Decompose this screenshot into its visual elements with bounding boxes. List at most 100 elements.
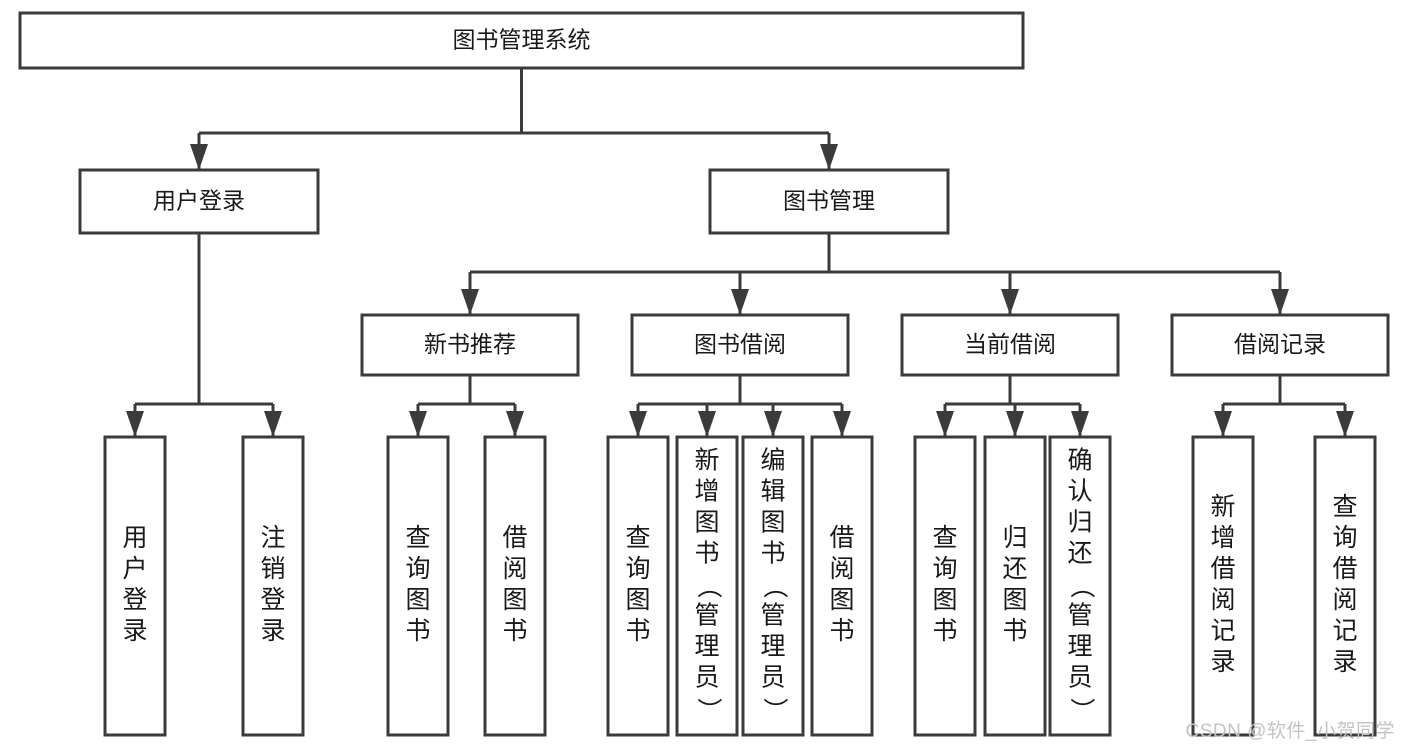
node-label-char: 图 xyxy=(625,586,650,614)
node-label-char: 查 xyxy=(1332,493,1357,521)
node-label-char: 记 xyxy=(1332,617,1357,645)
node-label-char: ） xyxy=(694,697,722,722)
node-box-leaf-user-logout xyxy=(241,435,305,737)
node-book-management[interactable]: 图书管理 xyxy=(708,168,950,235)
node-label-char: 管 xyxy=(1067,602,1092,630)
node-label-char: 新 xyxy=(1210,493,1235,521)
node-box-book-management xyxy=(708,168,950,235)
node-label-char: 录 xyxy=(1332,648,1357,676)
node-label-char: 注 xyxy=(260,524,285,552)
node-label-char: 确 xyxy=(1067,447,1092,475)
node-label-char: 阅 xyxy=(829,555,854,583)
node-label-current-borrow: 当前借阅 xyxy=(964,331,1056,357)
node-label-char: 图 xyxy=(694,509,719,537)
node-label-char: 用 xyxy=(122,524,147,552)
node-label-char: 书 xyxy=(625,617,650,645)
node-label-char: 登 xyxy=(122,586,147,614)
node-label-char: 员 xyxy=(694,664,719,692)
arrow-head-icon xyxy=(1214,411,1232,437)
node-label-user-login: 用户登录 xyxy=(153,188,245,214)
node-box-borrow-record xyxy=(1170,313,1390,377)
node-label-char: 归 xyxy=(1067,509,1092,537)
node-borrow-record[interactable]: 借阅记录 xyxy=(1170,313,1390,377)
node-label-char: 借 xyxy=(1210,555,1235,583)
node-label-char: 销 xyxy=(260,555,285,583)
arrow-head-icon xyxy=(126,411,144,437)
connector-lines-layer xyxy=(126,68,1354,437)
node-label-char: 询 xyxy=(405,555,430,583)
node-label-char: 借 xyxy=(502,524,527,552)
node-label-char: 增 xyxy=(1210,524,1235,552)
node-label-char: 员 xyxy=(1067,664,1092,692)
arrow-head-icon xyxy=(698,411,716,437)
node-label-char: 询 xyxy=(1332,524,1357,552)
arrow-head-icon xyxy=(1001,289,1019,315)
node-box-leaf-query-book-new xyxy=(386,435,450,737)
arrow-head-icon xyxy=(731,289,749,315)
csdn-watermark: CSDN @软件_小贺同学 xyxy=(1185,721,1395,742)
node-label-char: 图 xyxy=(829,586,854,614)
node-label-char: 辑 xyxy=(760,478,785,506)
node-label-char: 借 xyxy=(1332,555,1357,583)
arrow-head-icon xyxy=(764,411,782,437)
arrow-head-icon xyxy=(190,144,208,170)
node-root[interactable]: 图书管理系统 xyxy=(18,11,1025,70)
node-label-char: 书 xyxy=(829,617,854,645)
node-label-borrow-record: 借阅记录 xyxy=(1234,331,1326,357)
node-label-char: 查 xyxy=(625,524,650,552)
arrow-head-icon xyxy=(1271,289,1289,315)
node-label-char: 录 xyxy=(260,617,285,645)
node-label-char: 查 xyxy=(405,524,430,552)
node-label-char: （ xyxy=(694,573,722,598)
node-label-char: 书 xyxy=(760,540,785,568)
node-label-char: 询 xyxy=(625,555,650,583)
node-label-char: 户 xyxy=(122,555,147,583)
node-box-leaf-query-book-borrow xyxy=(606,435,670,737)
node-label-char: 理 xyxy=(760,633,785,661)
arrow-head-icon xyxy=(820,144,838,170)
arrow-head-icon xyxy=(1006,411,1024,437)
arrow-head-icon xyxy=(1071,411,1089,437)
node-label-char: 阅 xyxy=(1210,586,1235,614)
node-current-borrow[interactable]: 当前借阅 xyxy=(900,313,1120,377)
arrow-head-icon xyxy=(506,411,524,437)
node-label-root: 图书管理系统 xyxy=(453,27,591,53)
node-label-char: 员 xyxy=(760,664,785,692)
node-label-char: 书 xyxy=(502,617,527,645)
node-user-login[interactable]: 用户登录 xyxy=(78,168,320,235)
node-label-char: 书 xyxy=(694,540,719,568)
node-label-char: 记 xyxy=(1210,617,1235,645)
arrow-head-icon xyxy=(264,411,282,437)
arrow-head-icon xyxy=(1336,411,1354,437)
node-leaf-user-login[interactable]: 用户登录 xyxy=(103,435,167,737)
node-label-char: 管 xyxy=(694,602,719,630)
node-label-char: 阅 xyxy=(502,555,527,583)
node-label-char: 管 xyxy=(760,602,785,630)
node-label-char: ） xyxy=(1067,697,1095,722)
node-label-char: 图 xyxy=(760,509,785,537)
node-label-char: 阅 xyxy=(1332,586,1357,614)
node-box-leaf-edit-book xyxy=(741,435,805,737)
node-label-char: 编 xyxy=(760,447,785,475)
node-new-book-recommend[interactable]: 新书推荐 xyxy=(360,313,580,377)
node-box-leaf-borrow-book-new xyxy=(483,435,547,737)
node-label-char: 新 xyxy=(694,447,719,475)
node-box-new-book-recommend xyxy=(360,313,580,377)
node-book-borrow[interactable]: 图书借阅 xyxy=(630,313,850,377)
node-box-leaf-borrow-book xyxy=(810,435,874,737)
node-box-root xyxy=(18,11,1025,70)
node-box-current-borrow xyxy=(900,313,1120,377)
